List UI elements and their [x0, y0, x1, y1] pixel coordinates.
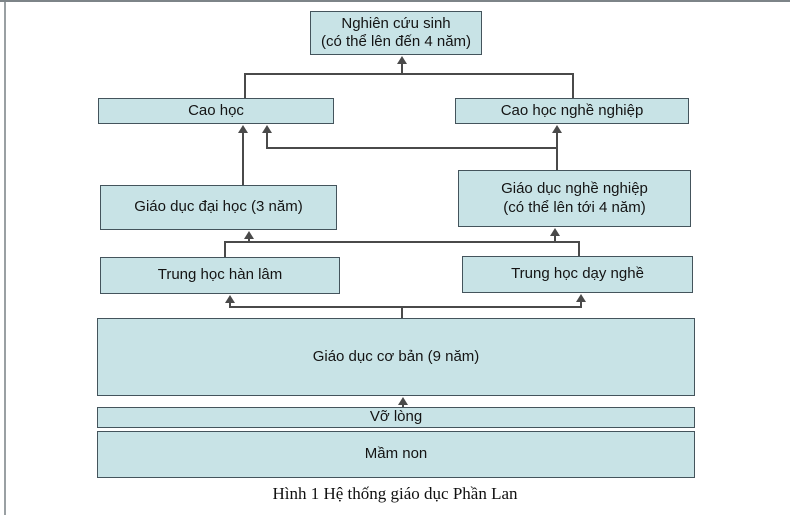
arrow-up-icon-volong-to-coban [398, 397, 408, 405]
box-giao-duc-dai-hoc: Giáo dục đại học (3 năm) [100, 185, 337, 230]
connector-hanlam-riser [224, 241, 226, 257]
arrow-up-icon-nghenghiep-to-caohocnghe [552, 125, 562, 133]
box-vo-long: Vỡ lòng [97, 407, 695, 428]
page-top-border [0, 0, 790, 2]
box-cao-hoc-nghe-nghiep: Cao học nghề nghiệp [455, 98, 689, 124]
box-mam-non: Mầm non [97, 431, 695, 478]
connector-daihoc-to-caohoc [242, 132, 244, 185]
box-label: (có thể lên tới 4 năm) [503, 198, 646, 216]
box-label: Giáo dục đại học (3 năm) [134, 198, 303, 216]
connector-to-nghenghiep-stem [554, 235, 556, 242]
box-giao-duc-co-ban: Giáo dục cơ bản (9 năm) [97, 318, 695, 396]
box-cao-hoc: Cao học [98, 98, 334, 124]
box-label: Trung học dạy nghề [511, 265, 644, 283]
page-left-border [4, 2, 6, 515]
arrow-up-icon-masters-to-phd [397, 56, 407, 64]
box-label: Cao học [188, 101, 244, 119]
arrow-up-icon-to-nghenghiep [550, 228, 560, 236]
box-label: (có thể lên đến 4 năm) [320, 33, 472, 50]
connector-volong-to-coban [402, 403, 404, 407]
arrow-up-icon-daihoc-to-caohoc [238, 125, 248, 133]
connector-nghenghiep-crossbar [266, 147, 558, 149]
box-label: Trung học hàn lâm [157, 266, 283, 284]
connector-nghenghiep-to-caohoc-stem [266, 132, 268, 149]
box-label: Giáo dục cơ bản (9 năm) [312, 347, 480, 365]
box-label: Mầm non [364, 445, 428, 463]
box-label: Giáo dục nghề nghiệp [501, 180, 648, 198]
figure-caption: Hình 1 Hệ thống giáo dục Phần Lan [272, 484, 518, 503]
connector-coban-to-secondary-crossbar [229, 306, 582, 308]
connector-caohocnghe-riser [572, 73, 574, 98]
connector-nghenghiep-to-caohocnghe [556, 132, 558, 170]
arrow-up-icon-to-daihoc [244, 231, 254, 239]
connector-to-daynghe-stem [580, 301, 582, 307]
connector-to-daihoc-stem [248, 238, 250, 242]
box-label: Nghiên cứu sinh [341, 14, 451, 32]
box-trung-hoc-day-nghe: Trung học dạy nghề [462, 256, 693, 293]
arrow-up-icon-nghenghiep-to-caohoc [262, 125, 272, 133]
box-nghien-cuu-sinh: Nghiên cứu sinh (có thể lên đến 4 năm) [310, 11, 482, 55]
connector-to-hanlam-stem [229, 302, 231, 307]
connector-daynghe-riser [578, 241, 580, 256]
box-label: Vỡ lòng [369, 408, 423, 426]
connector-masters-to-phd-crossbar [244, 73, 574, 75]
connector-caohoc-riser [244, 73, 246, 98]
box-label: Cao học nghề nghiệp [500, 101, 644, 119]
connector-masters-to-phd-stem [401, 63, 403, 75]
arrow-up-icon-to-daynghe [576, 294, 586, 302]
arrow-up-icon-to-hanlam [225, 295, 235, 303]
connector-secondary-to-tertiary-crossbar [224, 241, 580, 243]
box-giao-duc-nghe-nghiep: Giáo dục nghề nghiệp (có thể lên tới 4 n… [458, 170, 691, 227]
connector-coban-riser [401, 306, 403, 318]
box-trung-hoc-han-lam: Trung học hàn lâm [100, 257, 340, 294]
